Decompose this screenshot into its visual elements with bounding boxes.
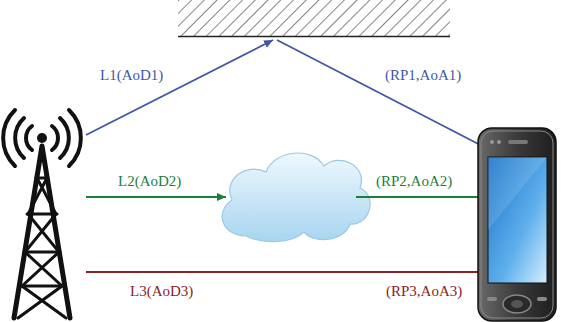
mobile-phone — [478, 128, 556, 321]
path-label: L3(AoD3) — [130, 282, 193, 300]
path-label: L1(AoD1) — [100, 66, 163, 84]
path-label: (RP2,AoA2) — [376, 172, 452, 190]
scatterer-cloud — [222, 153, 370, 242]
path-label: (RP3,AoA3) — [386, 282, 462, 300]
path-label: L2(AoD2) — [118, 172, 181, 190]
path-lines — [86, 40, 490, 272]
base-station-antenna — [3, 110, 81, 318]
reflector-surface — [178, 0, 450, 37]
path-label: (RP1,AoA1) — [385, 66, 461, 84]
